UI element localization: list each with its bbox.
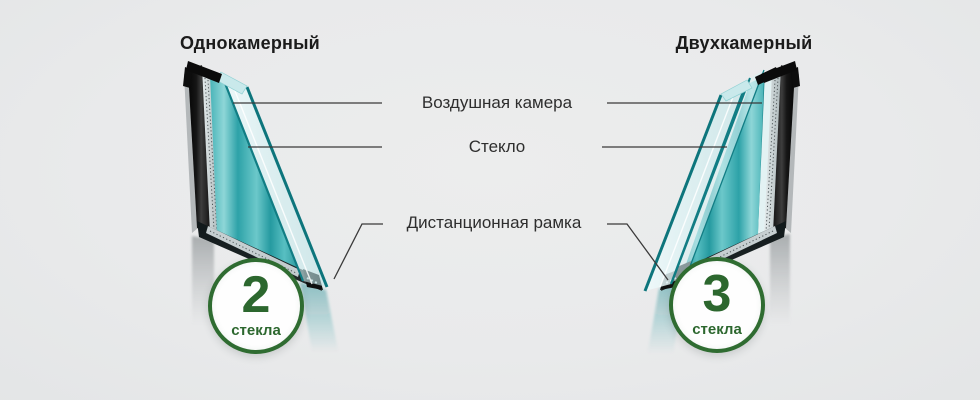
glass-edge bbox=[643, 94, 723, 292]
glass-highlight bbox=[230, 80, 313, 285]
glass-edge bbox=[219, 72, 305, 282]
back-pane-frame bbox=[188, 65, 212, 232]
glass-count-caption: стекла bbox=[231, 322, 281, 339]
outer-frame-edge bbox=[785, 71, 799, 233]
glass-count-number: 2 bbox=[241, 266, 271, 324]
leader-line-spacer-right bbox=[607, 223, 669, 281]
front-glass-pane bbox=[645, 81, 747, 291]
spacer-perforations bbox=[204, 77, 215, 231]
callout-leader-lines bbox=[233, 102, 762, 281]
glass-count-caption: стекла bbox=[692, 321, 742, 338]
spacer-perforations bbox=[768, 77, 779, 231]
glass-top-face bbox=[720, 79, 753, 102]
top-frame-hook bbox=[183, 67, 192, 88]
glass-count-number: 3 bbox=[702, 265, 732, 323]
leader-line-spacer-left bbox=[333, 223, 383, 280]
air-chamber-fill bbox=[210, 75, 303, 278]
outer-frame-edge bbox=[184, 71, 198, 233]
middle-glass-pane bbox=[672, 70, 764, 282]
top-frame-channel bbox=[186, 61, 222, 83]
glass-count-badge-double: 3 стекла bbox=[669, 257, 765, 353]
front-glass-pane bbox=[221, 73, 327, 287]
reflection-frame-right bbox=[770, 234, 790, 336]
top-frame-channel bbox=[761, 61, 797, 83]
reflection-glass-left bbox=[300, 282, 340, 360]
unit-title-single-chamber: Однокамерный bbox=[180, 33, 320, 53]
spacer-frame-label: Дистанционная рамка bbox=[406, 213, 582, 232]
spacer-perforations bbox=[765, 79, 776, 233]
glass-highlight bbox=[659, 88, 737, 288]
glass-edge bbox=[245, 86, 329, 288]
spacer-perforations bbox=[207, 79, 218, 233]
glass-edge bbox=[669, 80, 749, 285]
inner-glass-pane-edge bbox=[757, 71, 772, 237]
air-chamber-label: Воздушная камера bbox=[421, 93, 573, 112]
glass-label: Стекло bbox=[468, 137, 526, 156]
unit-title-double-chamber: Двухкамерный bbox=[675, 33, 813, 53]
glass-edge bbox=[685, 69, 765, 278]
top-frame-hook bbox=[791, 67, 800, 88]
glass-count-badge-single: 2 стекла bbox=[208, 258, 304, 354]
back-pane-frame bbox=[771, 65, 795, 232]
